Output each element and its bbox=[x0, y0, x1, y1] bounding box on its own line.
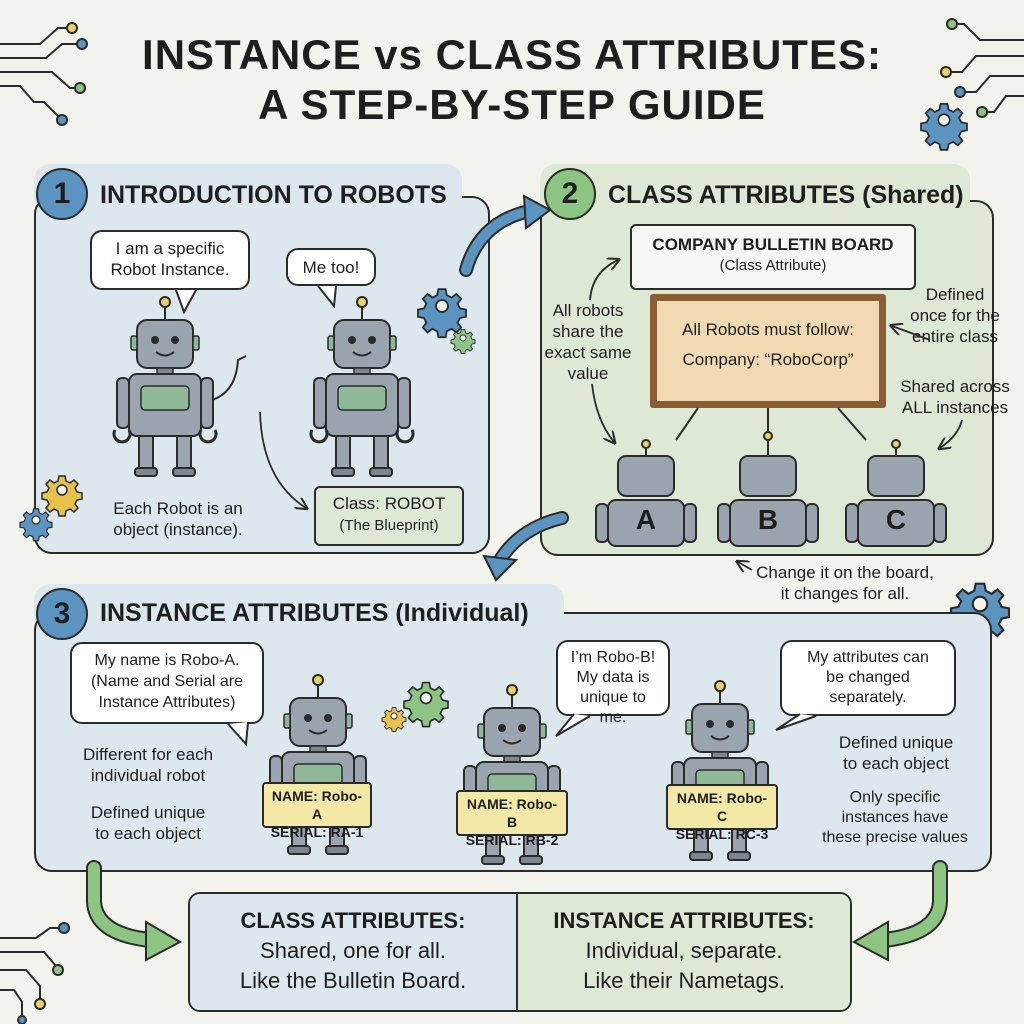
nametag-robo-c: NAME: Robo-C SERIAL: RC-3 bbox=[666, 784, 778, 842]
gear-icon-yellow-step3 bbox=[381, 707, 407, 733]
robot-a-label: A bbox=[635, 504, 657, 535]
nametag-robo-b: NAME: Robo-B SERIAL: RB-2 bbox=[456, 790, 568, 848]
circuit-decoration-top-left bbox=[0, 22, 88, 126]
shared-value-note: All robots share the exact same value bbox=[544, 301, 632, 383]
different-each-note: Different for each individual robot bbox=[82, 745, 214, 785]
speech-bubble-robo-a: My name is Robo-A. (Name and Serial are … bbox=[70, 642, 264, 724]
title-line-1: INSTANCE vs CLASS ATTRIBUTES: bbox=[142, 31, 882, 78]
robot-b-label: B bbox=[757, 504, 779, 535]
step-1-note: Each Robot is an object (instance). bbox=[113, 499, 243, 539]
speech-bubble-robot-1: I am a specific Robot Instance. bbox=[90, 230, 250, 290]
step-1-number: 1 bbox=[36, 168, 88, 220]
circuit-decoration-top-right bbox=[940, 18, 1024, 118]
change-board-note: Change it on the board, it changes for a… bbox=[756, 563, 934, 603]
robot-c bbox=[845, 439, 947, 547]
nametag-robo-a: NAME: Robo-A SERIAL: RA-1 bbox=[262, 782, 372, 840]
summary-class-attributes: CLASS ATTRIBUTES: Shared, one for all. L… bbox=[190, 894, 518, 1010]
step-3-heading: INSTANCE ATTRIBUTES (Individual) bbox=[100, 599, 529, 627]
gear-icon-green-step3 bbox=[403, 681, 449, 728]
shared-across-note: Shared across ALL instances bbox=[900, 377, 1010, 417]
step-3-number: 3 bbox=[36, 588, 88, 640]
step-2-number: 2 bbox=[544, 168, 596, 220]
summary-box: CLASS ATTRIBUTES: Shared, one for all. L… bbox=[188, 892, 852, 1012]
defined-once-note: Defined once for the entire class bbox=[910, 285, 1000, 346]
step-1-heading: INTRODUCTION TO ROBOTS bbox=[100, 181, 447, 209]
summary-instance-attributes: INSTANCE ATTRIBUTES: Individual, separat… bbox=[518, 894, 850, 1010]
bulletin-board: All Robots must follow: Company: “RoboCo… bbox=[650, 294, 886, 408]
defined-unique-note-right: Defined unique to each object bbox=[838, 733, 954, 773]
bulletin-board-label: COMPANY BULLETIN BOARD (Class Attribute) bbox=[630, 224, 916, 290]
speech-bubble-robo-c: My attributes can be changed separately. bbox=[780, 640, 956, 716]
class-blueprint-box: Class: ROBOT (The Blueprint) bbox=[314, 486, 464, 546]
robot-b bbox=[717, 431, 819, 547]
specific-instances-note: Only specific instances have these preci… bbox=[822, 789, 968, 846]
speech-bubble-robo-b: I’m Robo-B! My data is unique to me. bbox=[556, 640, 670, 726]
defined-unique-note-left: Defined unique to each object bbox=[90, 803, 206, 843]
speech-bubble-robot-2: Me too! bbox=[286, 248, 376, 286]
step-2-heading: CLASS ATTRIBUTES (Shared) bbox=[608, 181, 964, 209]
robot-c-label: C bbox=[885, 504, 907, 535]
robot-a bbox=[595, 439, 697, 547]
title-line-2: A STEP-BY-STEP GUIDE bbox=[258, 81, 766, 128]
bulletin-board-text: All Robots must follow: Company: “RoboCo… bbox=[682, 320, 854, 369]
page-title: INSTANCE vs CLASS ATTRIBUTES: A STEP-BY-… bbox=[0, 30, 1024, 130]
circuit-decoration-bottom-left bbox=[0, 922, 70, 1024]
